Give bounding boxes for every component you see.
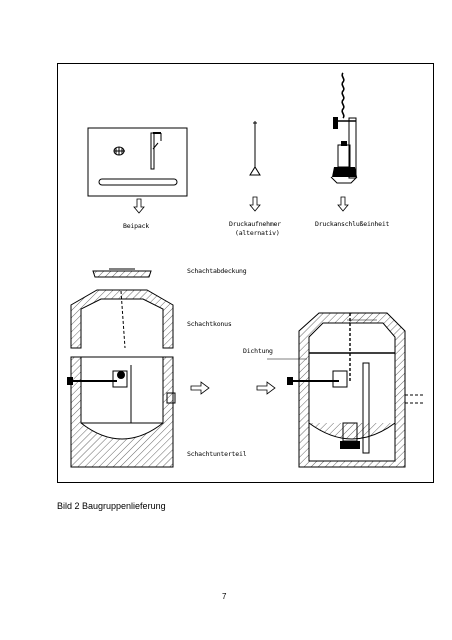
label-druckaufnehmer: Druckaufnehmer bbox=[229, 220, 281, 228]
technical-drawing bbox=[67, 72, 423, 468]
schachtabdeckung-drawing bbox=[92, 268, 152, 278]
beipack-drawing bbox=[87, 127, 188, 214]
label-schachtkonus: Schachtkonus bbox=[187, 320, 232, 328]
druckaufnehmer-drawing bbox=[249, 121, 261, 212]
label-alternativ: (alternativ) bbox=[235, 229, 280, 237]
figure-frame bbox=[57, 63, 434, 483]
label-dichtung: Dichtung bbox=[243, 347, 273, 355]
figure-caption: Bild 2 Baugruppenlieferung bbox=[57, 501, 166, 511]
label-beipack: Beipack bbox=[123, 222, 149, 230]
label-schachtunterteil: Schachtunterteil bbox=[187, 450, 247, 458]
page-number: 7 bbox=[222, 592, 227, 601]
schachtunterteil-drawing bbox=[67, 356, 176, 468]
transition-arrows bbox=[190, 381, 276, 395]
label-schachtabdeckung: Schachtabdeckung bbox=[187, 267, 247, 275]
druckanschlusseinheit-drawing bbox=[330, 72, 358, 212]
assembled-shaft-drawing bbox=[267, 312, 423, 468]
label-druckanschlusseinheit: Druckanschlußeinheit bbox=[315, 220, 390, 228]
schachtkonus-drawing bbox=[70, 289, 174, 349]
